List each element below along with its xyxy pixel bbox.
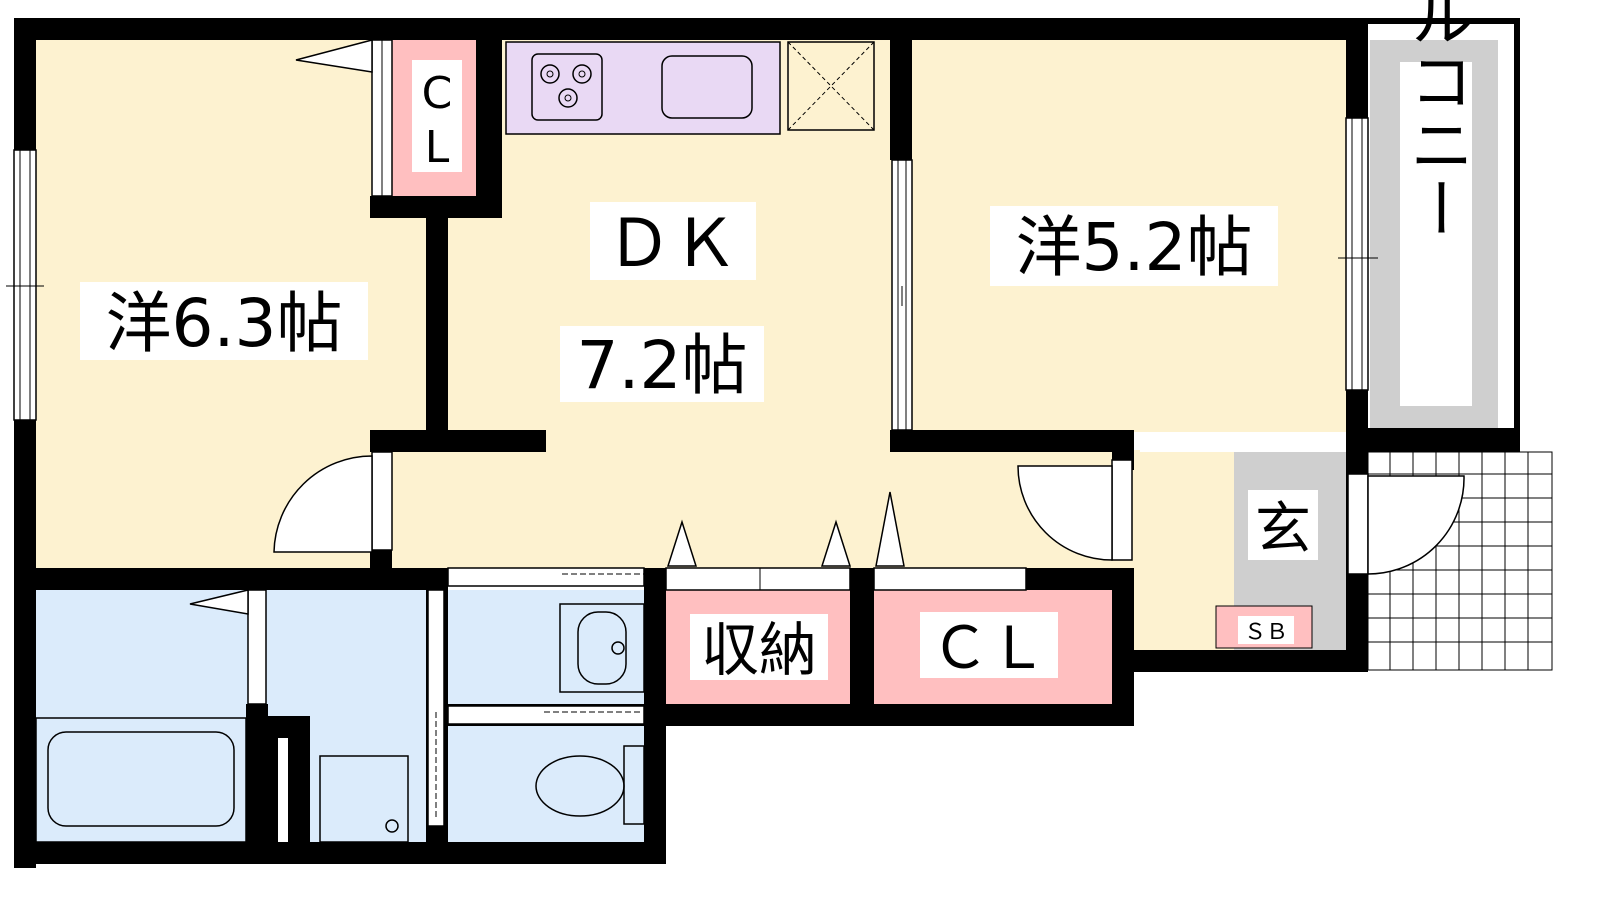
storage-sliding-doors [447, 491, 1027, 591]
label-western-left: 洋6.3帖 [80, 282, 368, 362]
toilet-icon [535, 745, 645, 825]
bathtub-icon [35, 717, 247, 843]
label-storage: 収納 [690, 614, 828, 684]
room-label-closet-large: ＣＬ [931, 614, 1047, 682]
door-swing-icon [1017, 459, 1133, 561]
label-closet-small: C L [412, 60, 462, 173]
room-label-balcony: バルコニー [1399, 0, 1473, 240]
room-label-shoe-box: ＳＢ [1244, 620, 1288, 645]
door-swing-icon [273, 451, 393, 553]
label-shoe-box: ＳＢ [1238, 616, 1294, 645]
stove-icon [531, 53, 603, 121]
closet-small-door [295, 39, 393, 197]
room-label-closet-small-bottom: L [425, 122, 450, 173]
label-balcony: バルコニー [1399, 0, 1473, 406]
bathroom-floor [36, 590, 446, 842]
toilet-sliding-door [447, 705, 645, 725]
label-entrance: 玄 [1248, 490, 1318, 562]
sink-icon [661, 55, 753, 119]
room-label-western-left: 洋6.3帖 [106, 285, 343, 362]
room-label-entrance: 玄 [1255, 497, 1311, 562]
window-left [6, 149, 44, 421]
room-label-storage: 収納 [701, 616, 817, 684]
room-size-dk: 7.2帖 [577, 327, 748, 404]
window-balcony [1338, 117, 1378, 391]
wall-void [278, 738, 288, 842]
washroom-sliding-door [427, 589, 445, 827]
label-western-right: 洋5.2帖 [990, 206, 1278, 286]
sliding-door-dk-right [891, 159, 913, 431]
bathroom-door [189, 589, 267, 705]
door-swing-icon [1347, 473, 1465, 575]
room-label-closet-small-top: C [422, 68, 453, 119]
label-dk: ＤＫ 7.2帖 [560, 202, 764, 404]
room-label-dk: ＤＫ [606, 205, 738, 282]
washing-machine-pan-icon [319, 755, 409, 843]
refrigerator-space-icon [787, 41, 875, 131]
washbasin-icon [559, 603, 645, 693]
label-closet-large: ＣＬ [920, 612, 1058, 682]
room-label-western-right: 洋5.2帖 [1016, 209, 1253, 286]
